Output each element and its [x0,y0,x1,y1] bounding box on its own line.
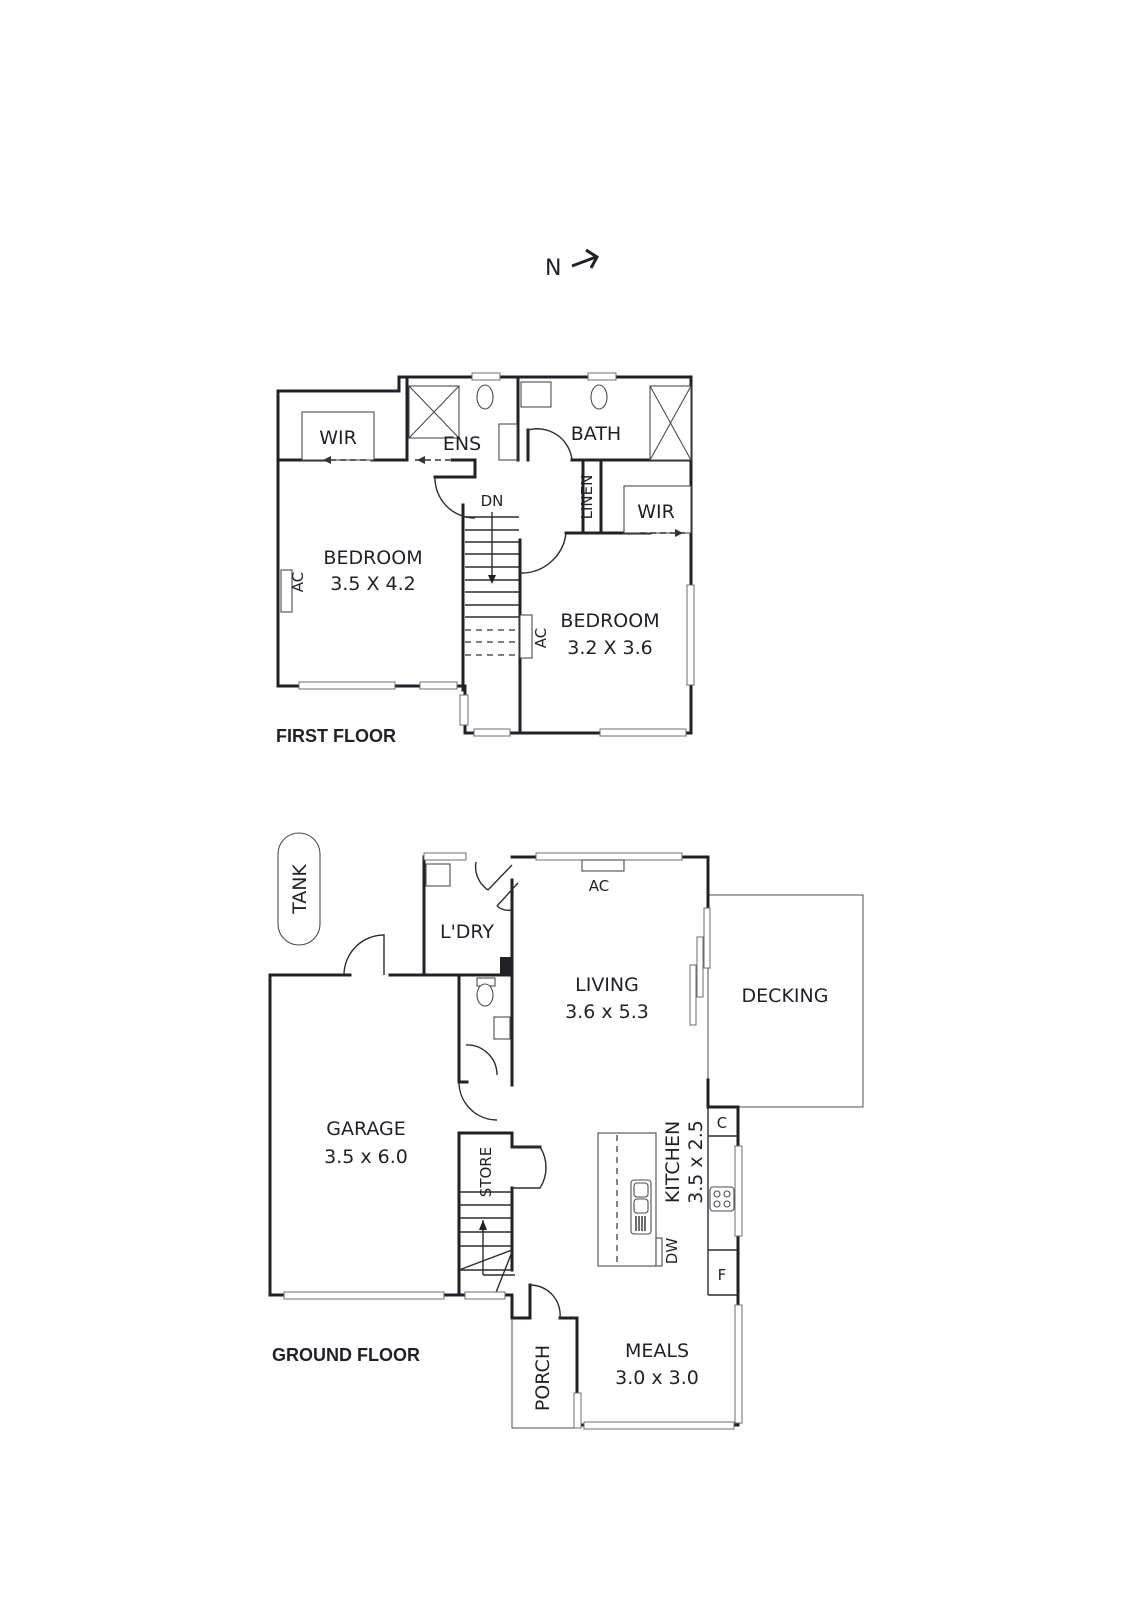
ground-floor-title: GROUND FLOOR [272,1345,420,1365]
room-size-bedroom-2: 3.2 X 3.6 [567,637,653,659]
room-size-living: 3.6 x 5.3 [565,1001,649,1023]
ac-label-bedroom-2: AC [532,628,550,648]
room-label-laundry: L'DRY [440,921,494,943]
room-label-porch: PORCH [532,1345,554,1411]
room-size-kitchen: 3.5 x 2.5 [685,1120,707,1204]
first-floor-plan: WIR ENS BATH LINEN WIR BEDROOM 3.5 X 4.2… [276,372,695,746]
wardrobe-slide-arrows [323,456,685,537]
dishwasher-label: DW [663,1238,681,1265]
room-label-kitchen: KITCHEN [662,1121,684,1203]
room-label-meals: MEALS [625,1340,689,1362]
room-label-bedroom-1: BEDROOM [323,547,422,569]
room-label-store: STORE [477,1147,495,1197]
ac-label-living: AC [589,877,609,895]
drainer [635,1216,646,1231]
room-size-garage: 3.5 x 6.0 [324,1146,408,1168]
room-label-linen: LINEN [578,475,596,520]
first-floor-title: FIRST FLOOR [276,726,396,746]
compass: N [545,248,599,281]
ground-floor-plan: TANK L'DRY LIVING 3.6 x 5.3 AC DECKING G… [268,832,864,1430]
north-arrow-icon [571,248,599,269]
room-label-bedroom-2: BEDROOM [560,610,659,632]
room-label-living: LIVING [575,974,639,996]
room-size-meals: 3.0 x 3.0 [615,1367,699,1389]
room-label-wir-2: WIR [637,501,675,523]
room-label-garage: GARAGE [326,1118,406,1140]
room-label-ens: ENS [443,433,481,455]
compass-label: N [545,256,561,281]
ac-label-bedroom-1: AC [289,572,307,592]
stairs-down-label: DN [481,492,504,510]
room-label-wir-1: WIR [319,427,357,449]
water-tank [277,832,321,946]
stairs-first-floor [465,512,519,656]
room-size-bedroom-1: 3.5 X 4.2 [330,573,416,595]
room-label-tank: TANK [289,864,311,915]
fridge-label: F [718,1266,727,1284]
cooktop-icon [709,1186,735,1212]
cupboard-label: C [717,1114,727,1132]
stairs-ground-floor [458,1191,515,1296]
room-label-decking: DECKING [742,985,829,1007]
room-label-bath: BATH [571,423,621,445]
